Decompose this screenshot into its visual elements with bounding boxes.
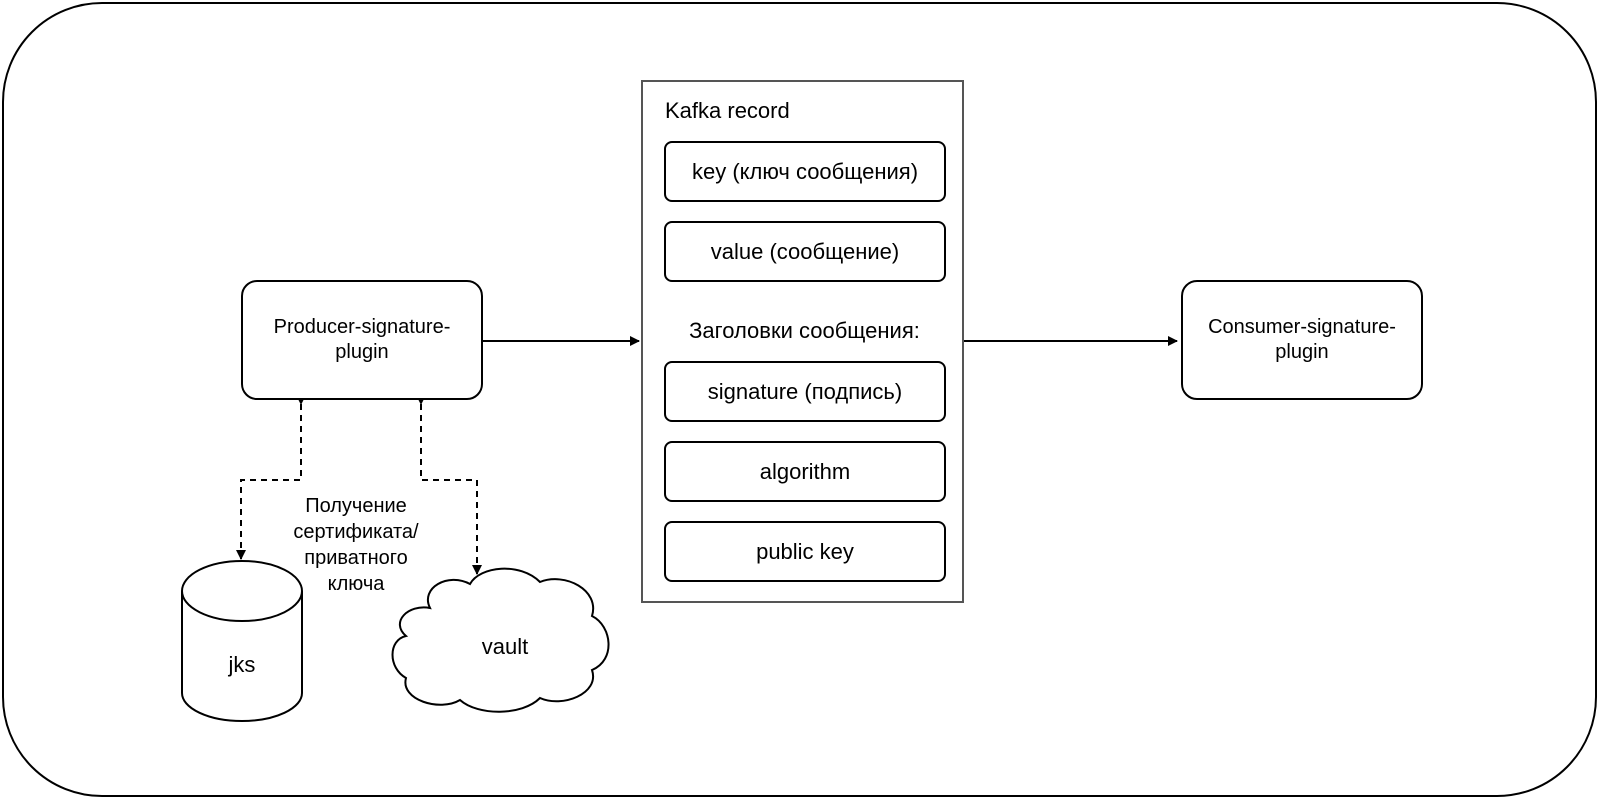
- jks-database-icon: [181, 560, 303, 722]
- header-signature: signature (подпись): [664, 361, 946, 422]
- kafka-record-title: Kafka record: [665, 98, 790, 123]
- retrieval-label: Получение сертификата/ приватного ключа: [266, 493, 446, 597]
- consumer-label-line2: plugin: [1275, 341, 1329, 363]
- field-value: value (сообщение): [664, 221, 946, 282]
- retrieval-label-line4: ключа: [327, 573, 385, 595]
- dashed-arrow-producer-jks: [236, 395, 306, 560]
- producer-label-line1: Producer-signature-: [273, 316, 451, 338]
- retrieval-label-line2: сертификата/: [293, 521, 419, 543]
- header-public-key: public key: [664, 521, 946, 582]
- header-algorithm: algorithm: [664, 441, 946, 502]
- kafka-record: Kafka record key (ключ сообщения) value …: [641, 80, 964, 603]
- retrieval-label-line3: приватного: [304, 547, 408, 569]
- consumer-label-line1: Consumer-signature-: [1208, 316, 1396, 338]
- headers-label: Заголовки сообщения:: [689, 318, 920, 343]
- vault-label: vault: [481, 634, 529, 659]
- retrieval-label-line1: Получение: [305, 495, 407, 517]
- producer-signature-plugin: Producer-signature- plugin: [241, 280, 483, 400]
- field-key: key (ключ сообщения): [664, 141, 946, 202]
- vault-cloud-icon: [391, 567, 610, 713]
- dashed-arrow-producer-vault: [416, 395, 482, 575]
- consumer-signature-plugin: Consumer-signature- plugin: [1181, 280, 1423, 400]
- jks-label: jks: [228, 652, 256, 677]
- producer-label-line2: plugin: [335, 341, 389, 363]
